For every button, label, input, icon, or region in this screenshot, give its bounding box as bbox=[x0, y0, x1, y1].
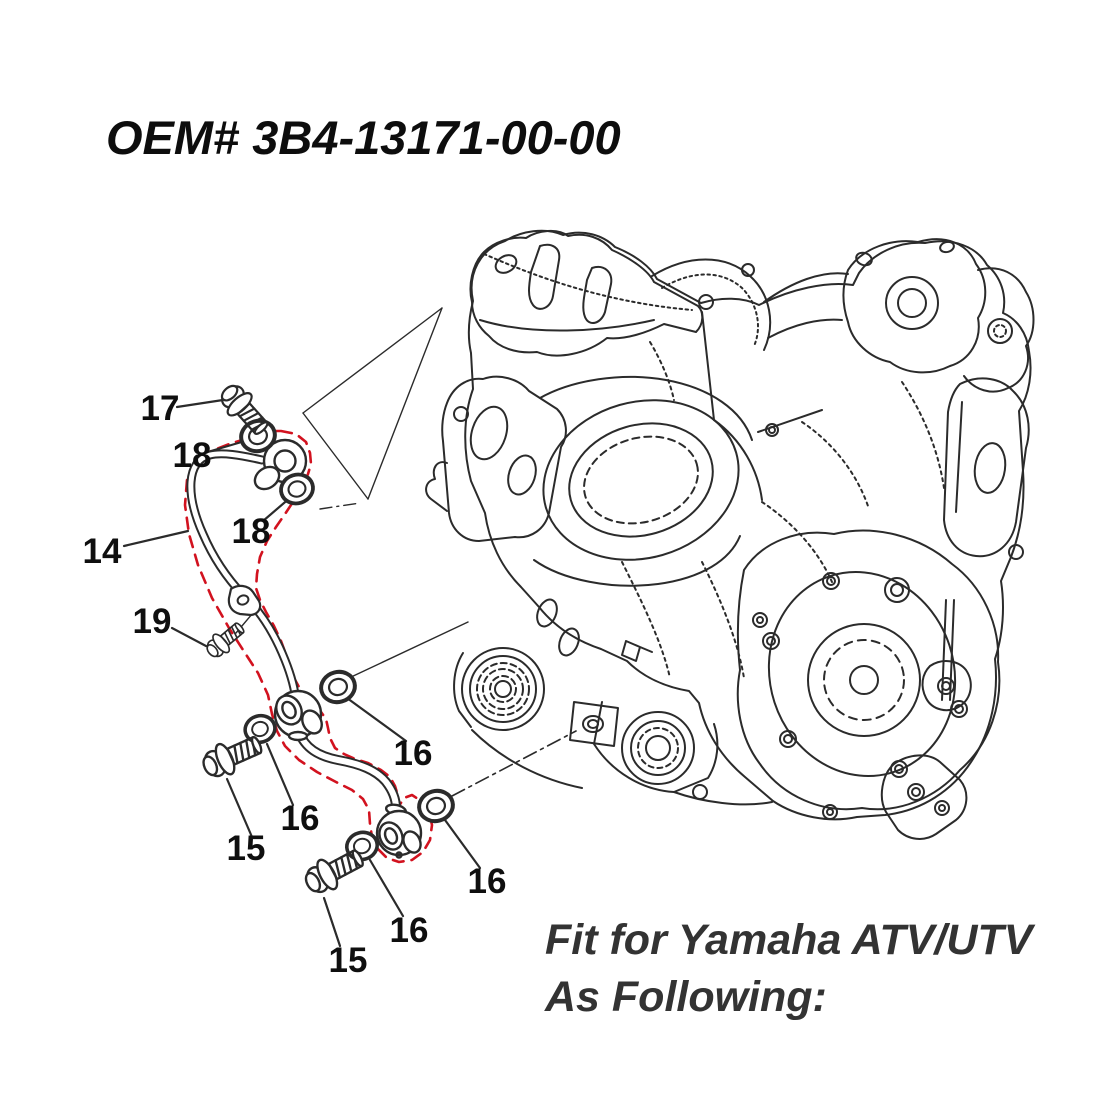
part-label-16-right: 16 bbox=[467, 862, 507, 901]
part-label-14: 14 bbox=[82, 532, 122, 571]
leader-14 bbox=[122, 529, 190, 548]
part-label-15-upper: 15 bbox=[226, 829, 266, 868]
part-label-16-bottom: 16 bbox=[389, 911, 429, 950]
section-plane-lines bbox=[302, 307, 443, 510]
fitment-line-2: As Following: bbox=[545, 973, 827, 1021]
oem-number-title: OEM# 3B4-13171-00-00 bbox=[106, 111, 621, 164]
engine-line-art bbox=[425, 229, 1035, 840]
leader-16-right bbox=[443, 818, 482, 870]
leader-15-upper bbox=[225, 777, 254, 839]
washer-16-mid bbox=[315, 666, 361, 708]
banjo-eye-top bbox=[253, 438, 308, 491]
part-label-18-upper: 18 bbox=[172, 436, 212, 475]
part-label-15-lower: 15 bbox=[328, 941, 368, 980]
leader-lines bbox=[122, 398, 577, 948]
bolt-15-upper bbox=[197, 727, 268, 785]
washer-16-right bbox=[413, 785, 459, 827]
part-label-16-left: 16 bbox=[280, 799, 320, 838]
fitment-text: Fit for Yamaha ATV/UTV As Following: bbox=[545, 912, 1032, 1026]
part-label-16-mid: 16 bbox=[393, 734, 433, 773]
fitment-line-1: Fit for Yamaha ATV/UTV bbox=[545, 916, 1033, 964]
part-label-18-lower: 18 bbox=[231, 512, 271, 551]
bolt-19 bbox=[201, 617, 250, 663]
engine-port-leader bbox=[451, 730, 577, 797]
washer-axis-line bbox=[348, 621, 469, 679]
engine-silhouette bbox=[464, 229, 1032, 821]
banjo-double-mid bbox=[273, 689, 323, 742]
leader-18-upper bbox=[209, 439, 247, 453]
part-label-19: 19 bbox=[132, 602, 172, 641]
leader-16-mid bbox=[345, 696, 408, 743]
leader-17 bbox=[175, 398, 225, 409]
pipe-mount-tab bbox=[227, 584, 262, 617]
leader-15-lower bbox=[322, 896, 342, 948]
leader-16-left bbox=[265, 742, 295, 807]
part-label-17: 17 bbox=[140, 389, 180, 428]
highlight-outline bbox=[183, 429, 434, 864]
leader-16-bottom bbox=[368, 858, 405, 918]
leader-19 bbox=[170, 626, 208, 648]
oil-pipe-assembly bbox=[186, 438, 423, 859]
banjo-double-lower bbox=[375, 803, 423, 859]
